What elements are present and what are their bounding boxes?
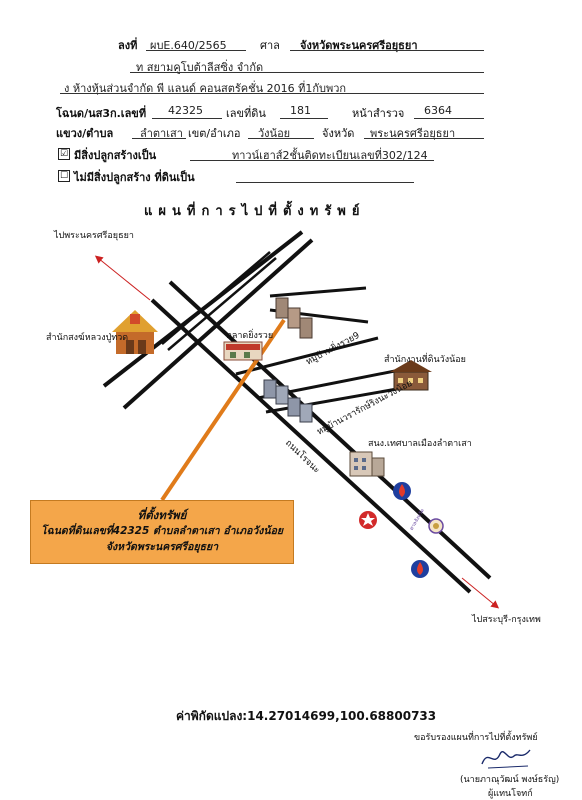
callout-title: ที่ตั้งทรัพย์: [137, 508, 187, 522]
signer-role: ผู้แทนโจทก์: [488, 789, 533, 799]
rojana-road-line-a: [150, 298, 472, 594]
has-building-label: มีสิ่งปลูกสร้างเป็น: [74, 149, 157, 162]
municipality-icon: [349, 451, 385, 477]
deed-label: โฉนด/นส3ก.เลขที่: [56, 107, 147, 120]
province-label: จังหวัด: [322, 127, 355, 140]
land-number-label: เลขที่ดิน: [226, 107, 266, 120]
plaintiff-name: ท สยามคูโบต้าลีสซิ่ง จำกัด: [136, 61, 264, 74]
market-road-line-a: [161, 251, 271, 345]
fuel-station-icon-2: [359, 511, 377, 529]
fuel-station-icon-1: [393, 482, 411, 500]
village2-townhouse-icon: [263, 379, 313, 423]
survey-label: หน้าสำรวจ: [352, 107, 405, 120]
village1-road-b: [269, 286, 367, 298]
survey-number: 6364: [424, 104, 452, 117]
village1-road-c: [235, 336, 379, 376]
arrow-to-ayutthaya: [94, 255, 151, 301]
map-title: แผนที่การไปที่ตั้งทรัพย์: [144, 204, 366, 219]
callout-deed: โฉนดที่ดินเลขที่42325 ตำบลลำตาเสา อำเภอว…: [40, 525, 284, 537]
certify-text: ขอรับรองแผนที่การไปที่ตั้งทรัพย์: [414, 733, 538, 743]
signature-image: [481, 749, 531, 769]
no-building-checkbox[interactable]: ☐: [58, 170, 70, 182]
land-office-icon: [390, 360, 432, 391]
has-building-checkbox[interactable]: ☑: [58, 148, 70, 160]
arrow-to-saraburi: [461, 577, 500, 609]
district-label: เขต/อำเภอ: [188, 127, 241, 140]
court-emblem-icon: [428, 518, 444, 534]
callout-province: จังหวัดพระนครศรีอยุธยา: [105, 541, 219, 553]
fuel-station-icon-3: [411, 560, 429, 578]
case-label: ลงที่: [118, 39, 138, 52]
signer-name: (นายภาณุวัฒน์ พงษ์ธรัญ): [460, 775, 560, 785]
province-value: พระนครศรีอยุธยา: [370, 127, 456, 140]
defendant-name: ง ห้างหุ้นส่วนจำกัด พี แลนด์ คอนสตรัคชั่…: [64, 82, 347, 95]
deed-number: 42325: [168, 104, 203, 117]
case-number: ผบE.640/2565: [150, 39, 227, 52]
village1-townhouse-icon: [275, 297, 313, 339]
no-building-label: ไม่มีสิ่งปลูกสร้าง ที่ดินเป็น: [74, 171, 195, 184]
building-description: ทาวน์เฮาส์2ชั้นติดทะเบียนเลขที่302/124: [232, 149, 428, 162]
coordinates: ค่าพิกัดแปลง:14.27014699,100.68800733: [176, 709, 437, 723]
label-monk-office: สำนักสงฆ์หลวงปู่ทวด: [46, 333, 129, 343]
district-value: วังน้อย: [258, 127, 291, 140]
property-callout: ที่ตั้งทรัพย์ โฉนดที่ดินเลขที่42325 ตำบล…: [30, 500, 294, 564]
market-icon: [223, 341, 263, 361]
temple-icon: [112, 310, 158, 354]
market-road-line-b: [167, 257, 277, 351]
subdistrict-value: ลำตาเสา: [140, 127, 183, 140]
label-to-saraburi: ไปสระบุรี-กรุงเทพ: [472, 615, 541, 625]
court-label: ศาล: [260, 39, 280, 52]
subdistrict-label: แขวง/ตำบล: [56, 127, 114, 140]
label-municipality: สนง.เทศบาลเมืองลำตาเสา: [368, 439, 472, 449]
label-land-office: สำนักงานที่ดินวังน้อย: [384, 355, 466, 365]
label-to-ayutthaya: ไปพระนครศรีอยุธยา: [54, 231, 134, 241]
land-number: 181: [290, 104, 311, 117]
court-name: จังหวัดพระนครศรีอยุธยา: [300, 39, 418, 52]
property-pointer: [160, 318, 286, 502]
label-market: ตลาดยิ่งรวย: [226, 331, 274, 341]
